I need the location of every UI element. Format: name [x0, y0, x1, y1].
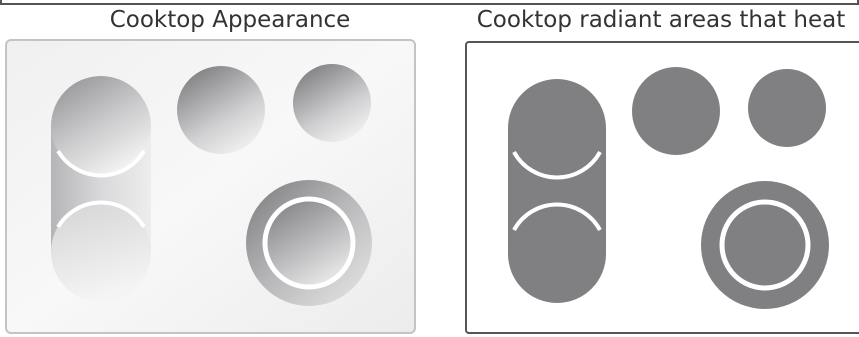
radiant-dual-ring-inner — [719, 199, 811, 291]
rear-center-burner — [177, 66, 265, 154]
bridge-lower-burner — [51, 202, 151, 302]
radiant-bridge-element — [508, 79, 606, 303]
bridge-element — [51, 76, 151, 302]
dual-ring-inner — [262, 196, 356, 290]
radiant-title: Cooktop radiant areas that heat — [476, 7, 846, 33]
radiant-lower-ring-line — [512, 202, 602, 231]
radiant-bridge-lower — [508, 205, 606, 303]
radiant-upper-ring-line — [512, 151, 602, 180]
bridge-upper-ring-line — [56, 149, 146, 178]
top-frame-rule — [0, 0, 859, 5]
radiant-rear-center — [632, 67, 720, 155]
bridge-lower-ring-line — [56, 200, 146, 229]
radiant-dual-ring — [701, 181, 829, 309]
appearance-panel — [5, 39, 416, 334]
bridge-upper-burner — [51, 76, 151, 176]
rear-right-burner — [293, 64, 371, 142]
radiant-panel — [465, 41, 859, 334]
radiant-rear-right — [748, 69, 826, 147]
radiant-bridge-upper — [508, 79, 606, 177]
appearance-title: Cooktop Appearance — [109, 7, 351, 33]
dual-ring-burner — [246, 180, 372, 306]
